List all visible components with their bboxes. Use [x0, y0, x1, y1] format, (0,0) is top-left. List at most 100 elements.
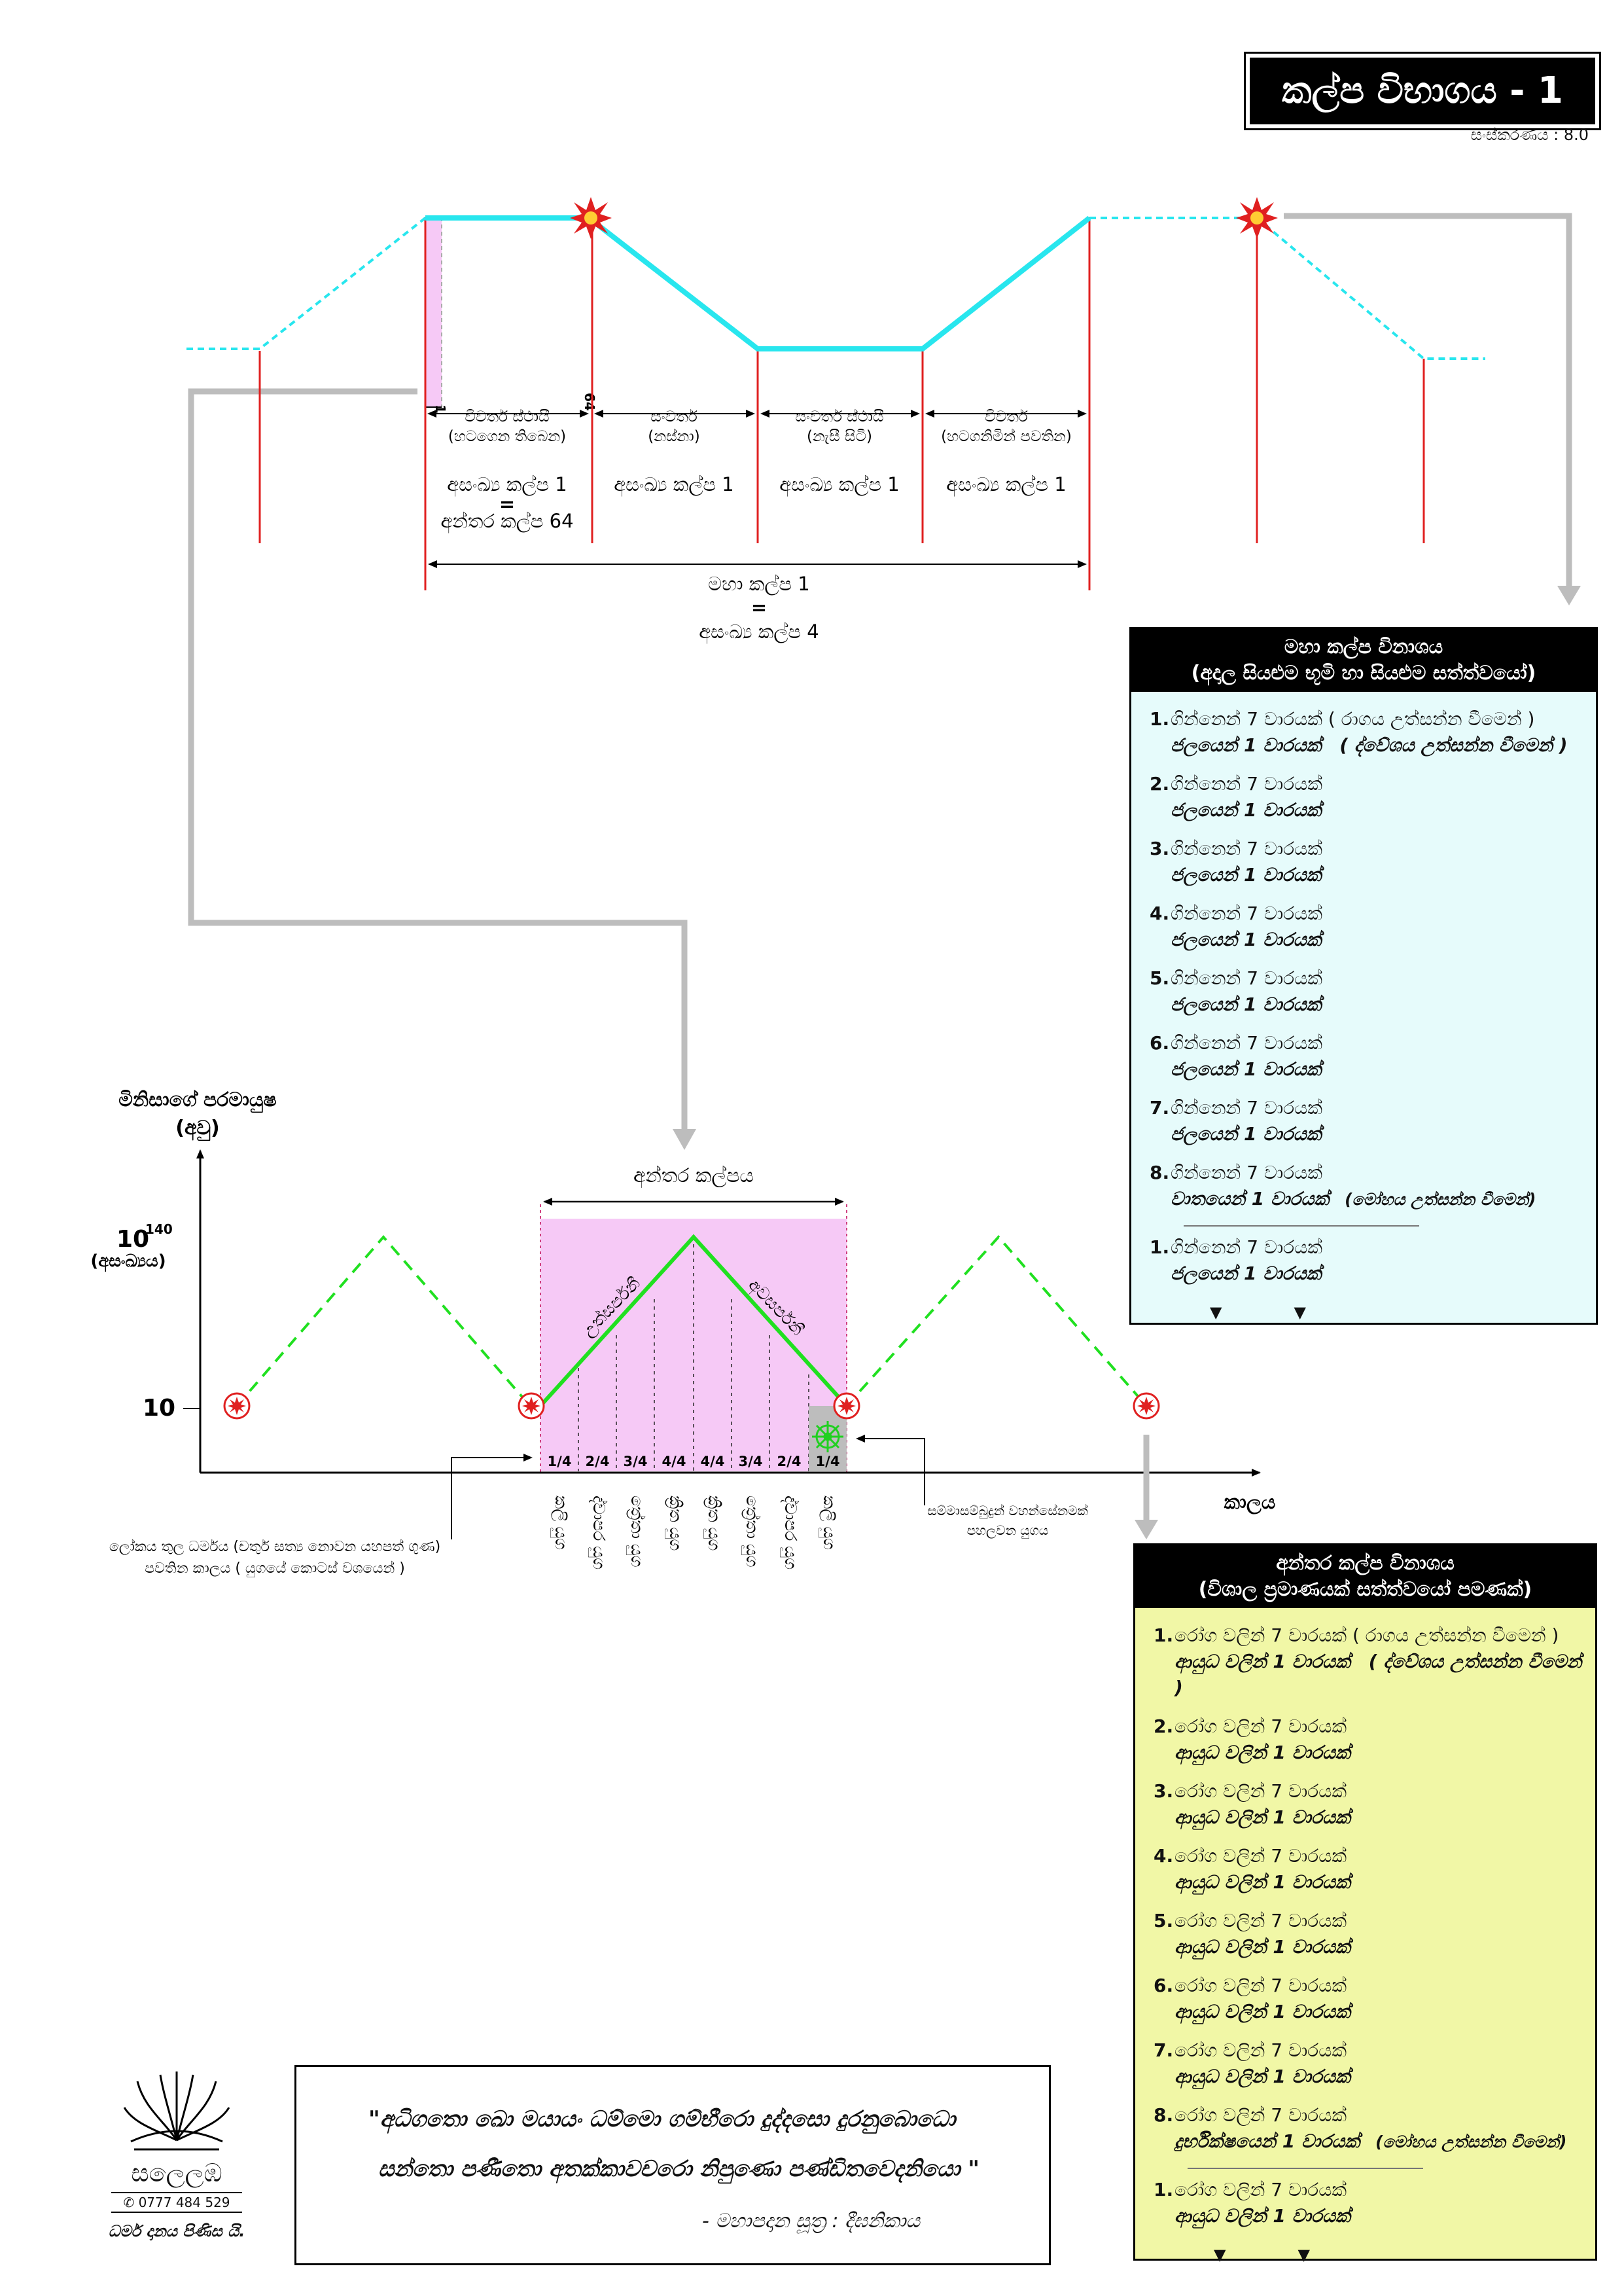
yuga-label: ත්‍රේතා යුග	[741, 1496, 762, 1568]
burst-circle-icon	[518, 1392, 545, 1420]
entry-line-1: රෝග වලින් 7 වාරයක්	[1174, 2179, 1347, 2200]
y-bottom-value: 10	[143, 1395, 175, 1422]
y-axis-title: මිනිසාගේ පරමායුෂ	[118, 1088, 276, 1113]
entry-line-1: රෝග වලින් 7 වාරයක්	[1174, 1780, 1347, 1802]
entry-line-1: රෝග වලින් 7 වාරයක්	[1174, 2039, 1347, 2061]
quote-box: "අධිගතො ඛො මයායං ධම්මො ගම්භීරො දුද්දසො ද…	[294, 2065, 1051, 2265]
stage-1-eq: =	[499, 493, 515, 515]
first-antara-slice	[425, 217, 442, 407]
cyan-dashed-right	[1089, 217, 1485, 360]
panel-entry: 8.රෝග වලින් 7 වාරයක් දුර්භික්ෂයෙන් 1 වාරය…	[1154, 2102, 1589, 2155]
entry-line-2: ආයුධ වලින් 1 වාරයක්	[1174, 1871, 1350, 1893]
entry-line-1: ගින්නෙන් 7 වාරයක්	[1171, 967, 1323, 989]
yuga-label: ක්‍රිත යුග	[665, 1496, 685, 1551]
entry-number: 1.	[1150, 1236, 1170, 1258]
left-note-line-2: පවතින කාලය ( යුගයේ කොටස් වශයෙන් )	[145, 1560, 405, 1577]
logo-footer: ධර්ම දානය පිණිස යි.	[108, 2222, 245, 2240]
stage-1-count: අසංඛ්‍ය කල්ප 1	[447, 473, 567, 497]
stage-2-desc: (නස්නා)	[648, 428, 699, 445]
quarter-label: 2/4	[777, 1454, 802, 1469]
connector-to-maha-panel	[1284, 213, 1572, 592]
panel-separator	[1184, 1225, 1419, 1227]
entry-line-1: ගින්නෙන් 7 වාරයක්	[1171, 1097, 1323, 1119]
stage-4-count: අසංඛ්‍ය කල්ප 1	[946, 473, 1066, 497]
dharma-wheel-icon	[812, 1421, 843, 1452]
maha-panel-subtitle: (අදාල සියළුම භූමි හා සියළුම සත්ත්වයෝ)	[1191, 662, 1536, 685]
entry-note: ( ද්වේශය උත්සන්න වීමෙන් )	[1174, 1651, 1582, 1698]
logo-phone: ✆ 0777 484 529	[111, 2192, 242, 2213]
down-arrow-icon: ▼	[1214, 2246, 1226, 2264]
yuga-label: ත්‍රේතා යුග	[626, 1496, 646, 1568]
cyan-dashed-left	[186, 217, 427, 350]
entry-line-2: ජලයෙන් 1 වාරයක්	[1171, 799, 1322, 821]
down-arrow-icon: ▼	[1297, 2246, 1310, 2264]
entry-note: (මෝහය උත්සන්න වීමෙන්)	[1375, 2132, 1567, 2151]
logo-name: සලෙලඹ	[131, 2159, 222, 2187]
entry-line-1: ගින්නෙන් 7 වාරයක්	[1171, 903, 1323, 924]
panel-entry: 1.රෝග වලින් 7 වාරයක්ආයුධ වලින් 1 වාරයක්	[1154, 2177, 1589, 2229]
panel-entry: 2.ගින්නෙන් 7 වාරයක්ජලයෙන් 1 වාරයක්	[1150, 771, 1589, 823]
entry-line-2: ආයුධ වලින් 1 වාරයක්	[1174, 2001, 1350, 2022]
entry-number: 7.	[1154, 2039, 1174, 2061]
stage-4-name: විවර්ත	[985, 408, 1028, 425]
panel-entry: 7.ගින්නෙන් 7 වාරයක්ජලයෙන් 1 වාරයක්	[1150, 1095, 1589, 1147]
right-note-line-1: සම්මාසම්බුදුන් වහන්සේනමක්	[927, 1503, 1087, 1519]
burst-circle-icon	[223, 1392, 251, 1420]
yuga-label: ක්‍රිත යුග	[703, 1496, 724, 1551]
entry-line-2: ජලයෙන් 1 වාරයක්	[1171, 994, 1322, 1015]
left-note-line-1: ලෝකය තුල ධර්මය (චතුර් සත්‍ය නොවන යහපත් ග…	[109, 1539, 440, 1555]
stage-2-name: සංවර්ත	[650, 408, 697, 425]
entry-line-2: වාතයෙන් 1 වාරයක්	[1171, 1188, 1330, 1210]
entry-number: 1.	[1150, 708, 1170, 730]
tick-label-64: 64	[582, 393, 597, 411]
antara-panel-body: 1.රෝග වලින් 7 වාරයක් ( රාගය උත්සන්න වීමෙ…	[1135, 1608, 1595, 2274]
left-note-pointer	[451, 1454, 533, 1539]
entry-line-1: ගින්නෙන් 7 වාරයක්	[1171, 1162, 1323, 1183]
entry-number: 6.	[1150, 1032, 1170, 1054]
entry-line-2: දුර්භික්ෂයෙන් 1 වාරයක්	[1174, 2130, 1360, 2152]
maha-panel-title: මහා කල්ප විනාශය	[1284, 636, 1443, 658]
entry-line-2: ආයුධ වලින් 1 වාරයක්	[1174, 1806, 1350, 1828]
panel-entry: 5.ගින්නෙන් 7 වාරයක් ජලයෙන් 1 වාරයක්	[1150, 965, 1589, 1018]
entry-line-1: රෝග වලින් 7 වාරයක්	[1174, 1910, 1347, 1931]
continue-arrows: ▼▼	[1210, 1299, 1589, 1325]
entry-line-1: රෝග වලින් 7 වාරයක්	[1174, 2104, 1347, 2126]
burst-circle-icon	[833, 1392, 860, 1420]
entry-number: 5.	[1150, 967, 1170, 989]
entry-number: 8.	[1154, 2104, 1174, 2126]
stage-2-count: අසංඛ්‍ය කල්ප 1	[614, 473, 733, 497]
panel-entry: 5.රෝග වලින් 7 වාරයක් ආයුධ වලින් 1 වාරයක්	[1154, 1908, 1589, 1960]
quote-line-2: සන්තො පණීතො අතක්කාවචරො නිපුණො පණ්ඩිතවෙදන…	[378, 2156, 980, 2182]
panel-entry: 1.රෝග වලින් 7 වාරයක් ( රාගය උත්සන්න වීමෙ…	[1154, 1623, 1589, 1701]
stage-4-desc: (හටගනිමින් පවතින)	[941, 428, 1072, 445]
entry-line-2: ජලයෙන් 1 වාරයක්	[1171, 929, 1322, 950]
quarter-label: 4/4	[662, 1454, 686, 1469]
entry-note: (මෝහය උත්සන්න වීමෙන්)	[1345, 1190, 1536, 1209]
y-axis-unit: (අවු)	[175, 1117, 219, 1141]
panel-entry: 2.රෝග වලින් 7 වාරයක්ආයුධ වලින් 1 වාරයක්	[1154, 1713, 1589, 1766]
panel-entry: 3.ගින්නෙන් 7 වාරයක්ජලයෙන් 1 වාරයක්	[1150, 836, 1589, 888]
connector-arrowhead	[673, 1129, 696, 1150]
entry-number: 4.	[1150, 903, 1170, 924]
yuga-label: ද්වාපර යුග	[588, 1496, 609, 1570]
quarter-label: 1/4	[816, 1454, 840, 1469]
lotus-logo-icon	[123, 2072, 230, 2151]
continue-arrows: ▼▼	[1214, 2242, 1589, 2268]
entry-number: 3.	[1150, 838, 1170, 859]
entry-line-1: රෝග වලින් 7 වාරයක්	[1174, 1975, 1347, 1996]
destruction-burst-icon	[1236, 197, 1278, 239]
entry-line-1: ගින්නෙන් 7 වාරයක්	[1171, 1236, 1323, 1258]
panel-entry: 6.ගින්නෙන් 7 වාරයක්ජලයෙන් 1 වාරයක්	[1150, 1030, 1589, 1083]
cyan-solid-curve	[425, 215, 1091, 351]
yuga-label: කලි යුග	[819, 1496, 839, 1550]
entry-line-2: ආයුධ වලින් 1 වාරයක්	[1174, 1936, 1350, 1958]
quarter-label: 4/4	[701, 1454, 725, 1469]
entry-number: 1.	[1154, 1624, 1174, 1646]
entry-number: 6.	[1154, 1975, 1174, 1996]
entry-number: 5.	[1154, 1910, 1174, 1931]
stage-1-name: විවර්ත ස්ථායී	[465, 408, 549, 425]
y-top-exponent: 140	[145, 1221, 173, 1237]
down-arrow-icon: ▼	[1294, 1303, 1306, 1321]
entry-number: 4.	[1154, 1845, 1174, 1867]
